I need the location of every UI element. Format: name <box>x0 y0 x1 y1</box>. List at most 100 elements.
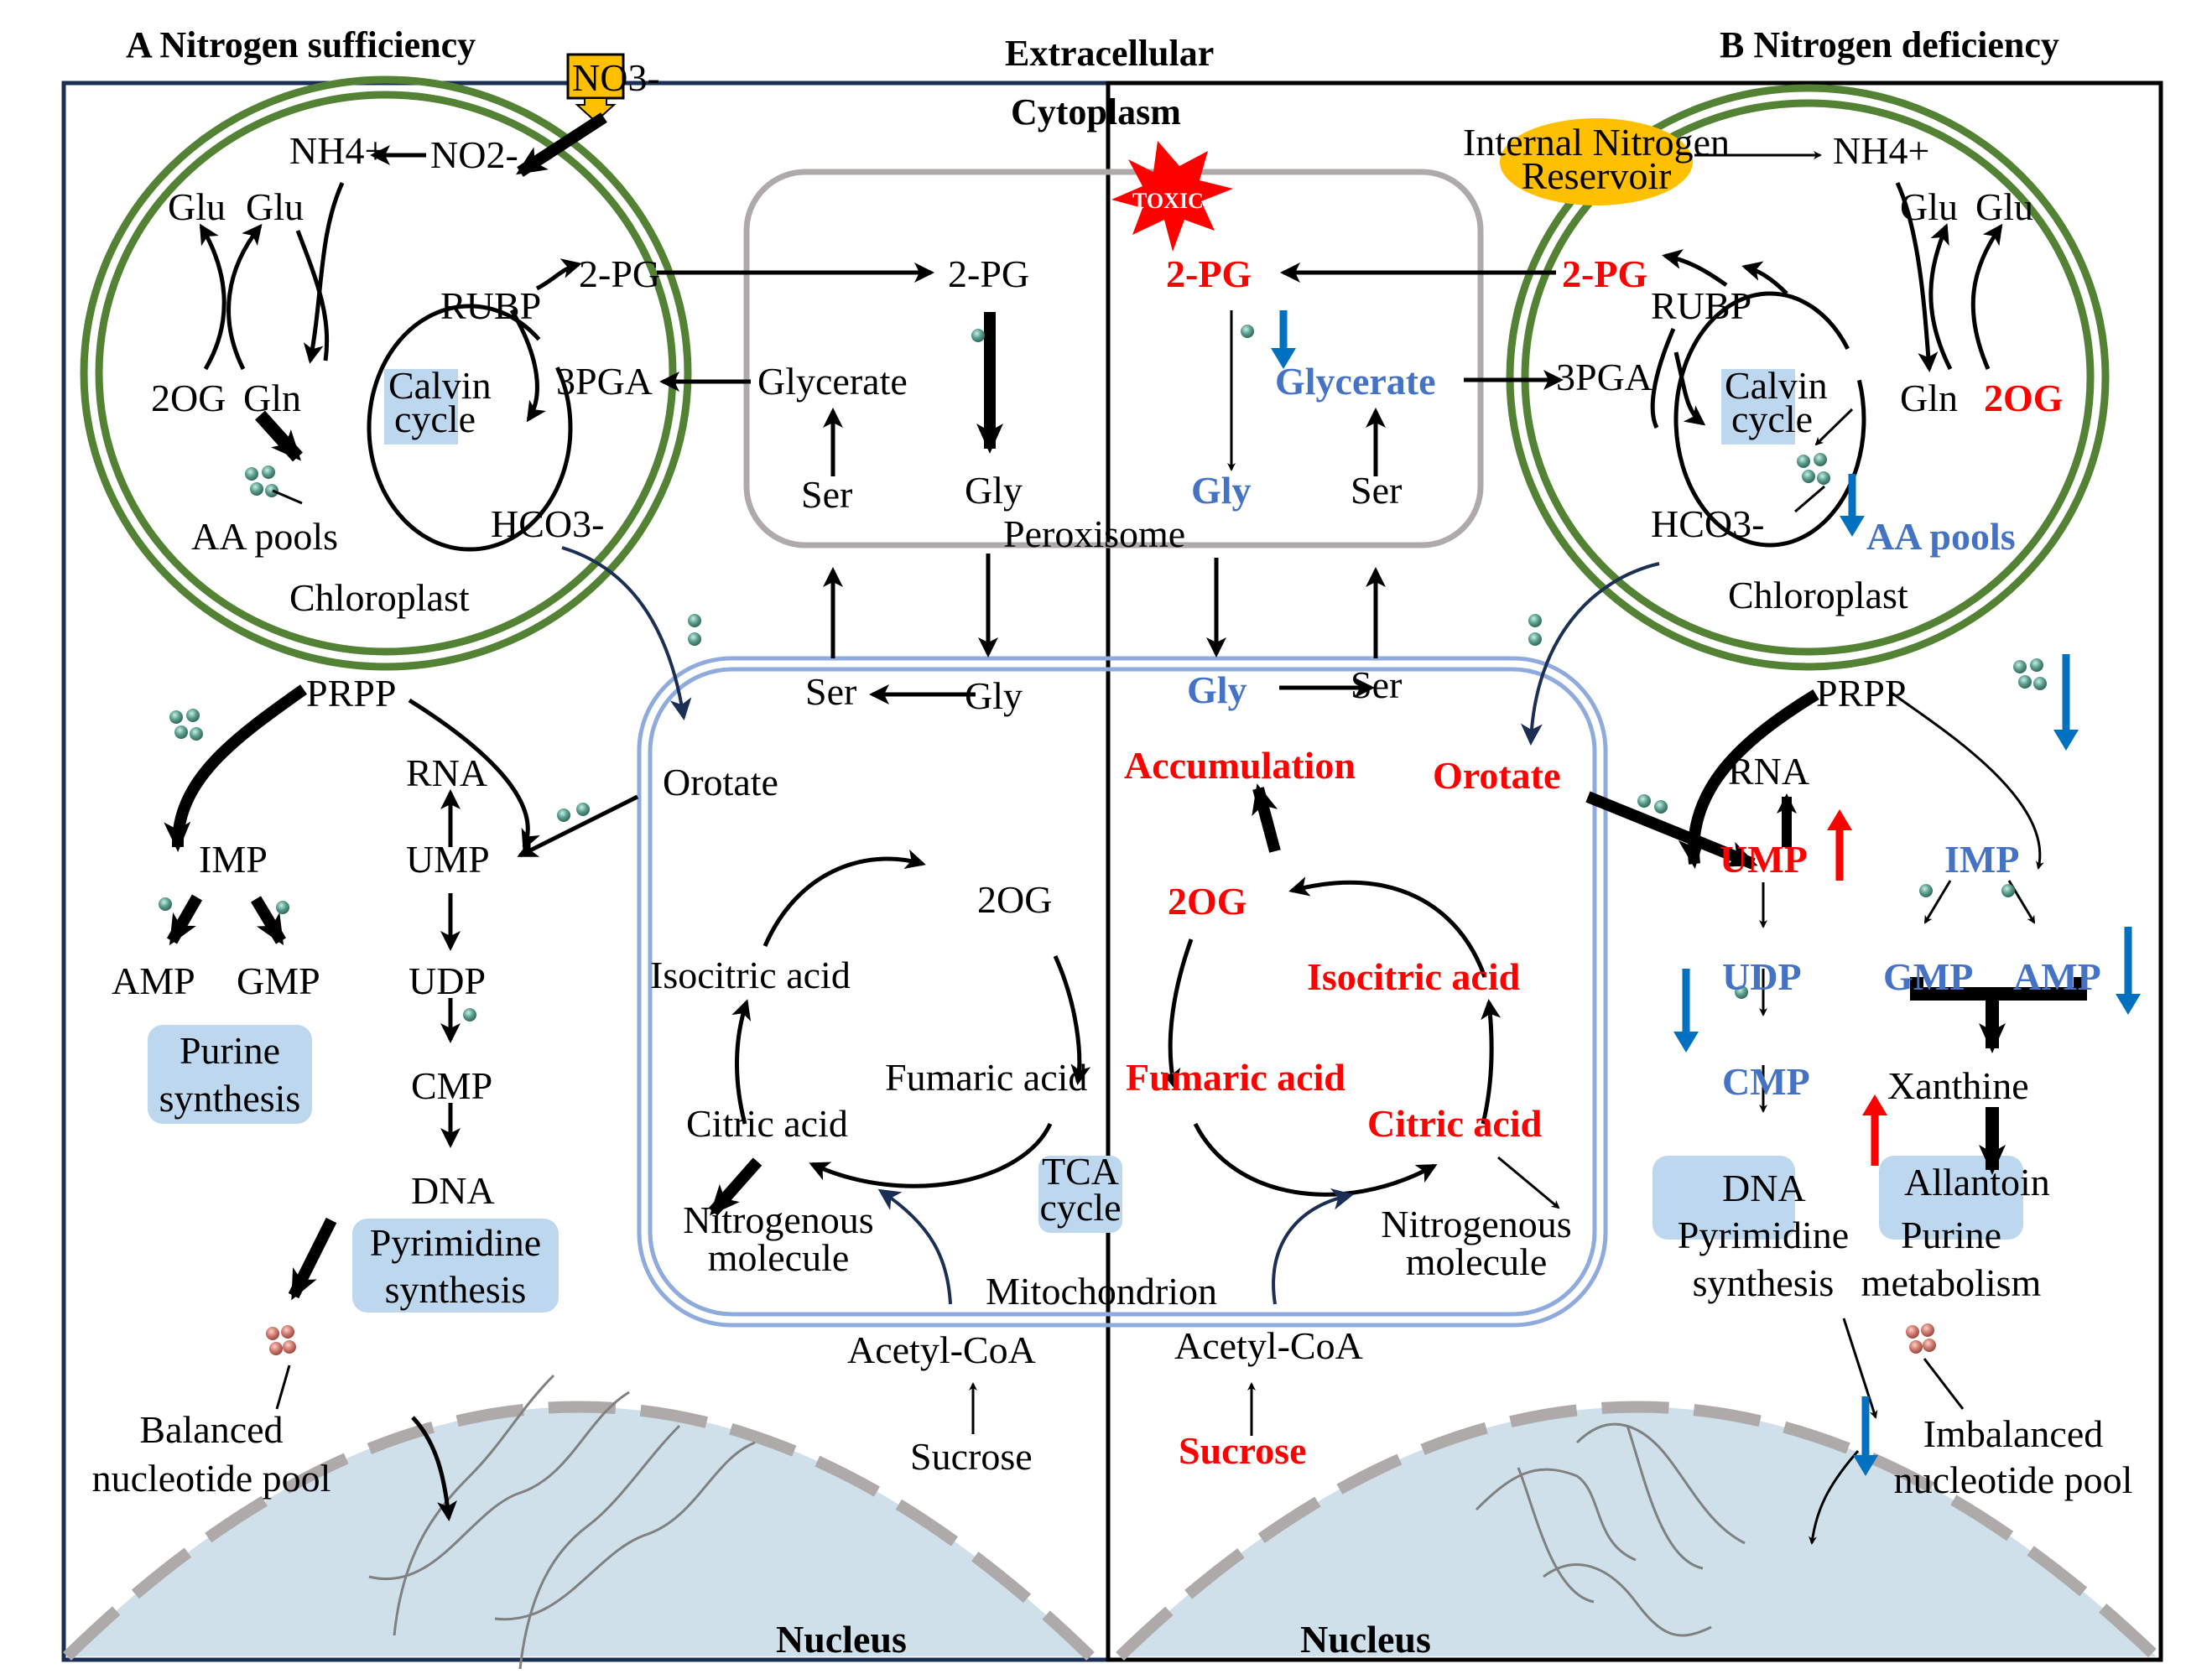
2pg-label-b-chloroplast: 2-PG <box>1562 252 1647 295</box>
pyrimidine-synthesis-box-b <box>1652 1156 1795 1240</box>
citric-label-b: Citric acid <box>1367 1102 1543 1145</box>
imbalanced-pool-label-2: nucleotide pool <box>1894 1458 2133 1501</box>
pyrimidine-synthesis-label-b2: synthesis <box>1693 1261 1835 1304</box>
purine-synthesis-label-1: Purine <box>180 1029 280 1072</box>
imp-label-a: IMP <box>199 838 268 881</box>
2pg-label-a-chloroplast: 2-PG <box>579 252 660 295</box>
nitrate-source <box>566 53 625 123</box>
nucleus-b <box>1116 1401 2160 1661</box>
nitrogenous-label-a1: Nitrogenous <box>683 1198 873 1241</box>
gly-label-a-peroxisome: Gly <box>965 469 1023 512</box>
rubp-label-b: RUBP <box>1651 284 1751 327</box>
gmp-label-b: GMP <box>1883 955 1973 998</box>
2og-label-a-mito: 2OG <box>977 878 1052 921</box>
pyrimidine-synthesis-label-a2: synthesis <box>385 1268 527 1311</box>
ser-label-a-peroxisome: Ser <box>801 473 852 516</box>
tca-arrows-a <box>708 849 1091 1434</box>
nh4-label-b: NH4+ <box>1833 129 1929 172</box>
gly-label-b-peroxisome: Gly <box>1191 469 1252 512</box>
2og-label-a: 2OG <box>151 377 226 419</box>
3pga-label-b: 3PGA <box>1556 356 1652 398</box>
prpp-label-a: PRPP <box>306 672 396 715</box>
reservoir-label-1: Internal Nitrogen <box>1463 121 1730 164</box>
2og-label-b-mito: 2OG <box>1168 880 1247 923</box>
cmp-label-a: CMP <box>411 1064 492 1107</box>
fumaric-label-a: Fumaric acid <box>885 1056 1087 1099</box>
tca-cycle-box <box>1038 1156 1122 1233</box>
nitrogenous-label-a2: molecule <box>708 1236 850 1279</box>
gmp-label-a: GMP <box>237 959 320 1002</box>
tca-arrows-b <box>1160 783 1560 1436</box>
pyrimidine-synthesis-label-b1: Pyrimidine <box>1678 1214 1849 1256</box>
fumaric-label-b: Fumaric acid <box>1126 1056 1345 1099</box>
glu-label-b1: Glu <box>1900 185 1958 228</box>
chloroplast-b <box>1506 84 2110 671</box>
isocitric-label-a: Isocitric acid <box>650 954 851 996</box>
mitochondrion-label: Mitochondrion <box>986 1270 1217 1313</box>
reservoir-label-2: Reservoir <box>1522 154 1672 197</box>
calvin-label-b2: cycle <box>1731 398 1813 440</box>
imp-label-b: IMP <box>1944 838 2019 881</box>
ser-label-a-mito: Ser <box>805 670 856 713</box>
hco3-label-b: HCO3- <box>1651 502 1764 545</box>
prpp-label-b: PRPP <box>1816 672 1906 715</box>
hco3-label-a: HCO3- <box>491 502 604 545</box>
arrows-a <box>164 112 1003 1521</box>
decrease-arrows <box>1271 310 2141 1476</box>
tca-label-2: cycle <box>1039 1186 1121 1229</box>
chloroplast-label-a: Chloroplast <box>289 576 470 619</box>
orotate-label-b: Orotate <box>1433 754 1560 797</box>
2pg-label-b-peroxisome: 2-PG <box>1166 252 1252 295</box>
sucrose-label-b: Sucrose <box>1179 1429 1307 1472</box>
extracellular-label: Extracellular <box>1005 33 1214 74</box>
citric-label-a: Citric acid <box>686 1102 848 1145</box>
chloroplast-label-b: Chloroplast <box>1728 574 1908 616</box>
dna-label-b: DNA <box>1722 1167 1806 1209</box>
calvin-label-b1: Calvin <box>1725 364 1828 407</box>
amp-label-b: AMP <box>2013 955 2101 998</box>
ser-label-b-mito: Ser <box>1351 663 1402 706</box>
gln-label-a: Gln <box>243 377 301 419</box>
glu-label-a2: Glu <box>246 185 304 228</box>
purine-synthesis-box <box>148 1025 312 1124</box>
purine-metabolism-label-1: Purine <box>1901 1214 2001 1256</box>
allantoin-label: Allantoin <box>1904 1161 2050 1204</box>
aa-pools-label-a: AA pools <box>191 515 338 558</box>
glycerate-label-b: Glycerate <box>1275 360 1436 403</box>
gln-label-b: Gln <box>1900 377 1958 419</box>
udp-label-a: UDP <box>409 959 486 1002</box>
purine-synthesis-label-2: synthesis <box>159 1077 301 1120</box>
nitrogenous-label-b2: molecule <box>1406 1240 1548 1283</box>
mitochondrion <box>637 656 1608 1328</box>
nutrient-balls <box>159 325 2047 1410</box>
tca-label-1: TCA <box>1042 1150 1119 1193</box>
acetyl-coa-label-a: Acetyl-CoA <box>847 1328 1036 1371</box>
glycerate-label-a: Glycerate <box>757 360 908 403</box>
nucleus-label-a: Nucleus <box>776 1618 907 1661</box>
amp-label-a: AMP <box>112 959 195 1002</box>
ser-label-b-peroxisome: Ser <box>1351 469 1402 512</box>
glu-label-b2: Glu <box>1975 185 2033 228</box>
panel-a-title: A Nitrogen sufficiency <box>126 24 476 65</box>
peroxisome-label: Peroxisome <box>1003 512 1185 555</box>
rubp-label-a: RUBP <box>440 284 541 327</box>
purine-metabolism-label-2: metabolism <box>1861 1261 2042 1304</box>
balanced-pool-label-2: nucleotide pool <box>92 1457 331 1500</box>
imbalanced-pool-label-1: Imbalanced <box>1923 1412 2104 1455</box>
udp-label-b: UDP <box>1722 955 1802 998</box>
3pga-label-a: 3PGA <box>556 360 653 403</box>
peroxisome <box>743 169 1484 548</box>
panel-b-title: B Nitrogen deficiency <box>1720 24 2059 65</box>
cmp-label-b: CMP <box>1722 1060 1810 1103</box>
arrows-b <box>1206 151 2087 1545</box>
increase-arrows <box>1827 809 1887 1166</box>
ump-label-b: UMP <box>1720 838 1808 881</box>
orotate-label-a: Orotate <box>663 761 778 803</box>
xanthine-label: Xanthine <box>1887 1064 2029 1107</box>
cytoplasm-label: Cytoplasm <box>1011 91 1181 133</box>
no2-label: NO2- <box>430 133 518 176</box>
pyrimidine-synthesis-label-a1: Pyrimidine <box>370 1221 541 1264</box>
calvin-box-b <box>1721 369 1795 444</box>
